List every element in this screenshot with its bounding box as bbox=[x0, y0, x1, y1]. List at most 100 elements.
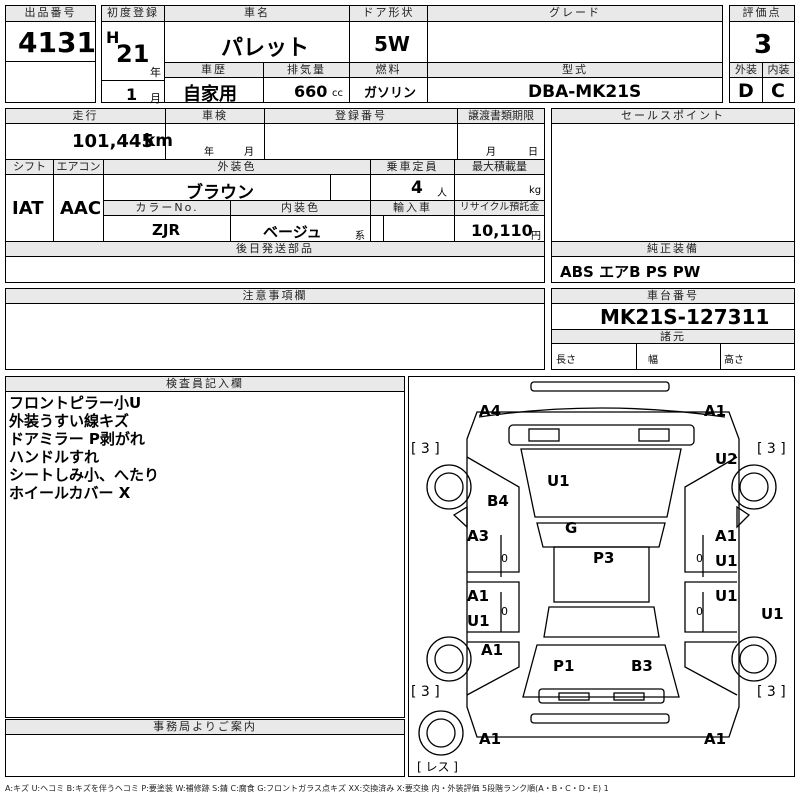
damage-diagram: A4 A1 U2 B4 U1 G A3 A1 U1 P3 A1 U1 U1 U1… bbox=[408, 376, 795, 777]
recycle-label: リサイクル預託金 bbox=[455, 201, 544, 216]
shift: IAT bbox=[12, 198, 44, 219]
inspector-line: 外装うすい線キズ bbox=[9, 412, 130, 430]
model-cell: 型式 DBA-MK21S bbox=[427, 62, 723, 103]
spare-tire-rating: [ レス ] bbox=[417, 760, 458, 774]
capacity-label: 乗車定員 bbox=[371, 160, 454, 175]
fuel-cell: 燃料 ガソリン bbox=[349, 62, 428, 103]
door-type: 5W bbox=[374, 32, 410, 56]
capacity: 4 bbox=[411, 178, 423, 198]
registration-number-cell: 登録番号 bbox=[264, 108, 458, 160]
damage-mark: P3 bbox=[593, 549, 615, 567]
equipment-label: 純正装備 bbox=[552, 242, 794, 257]
transfer-deadline-label: 譲渡書類期限 bbox=[458, 109, 544, 124]
recycle: 10,110 bbox=[471, 221, 533, 240]
recycle-unit: 円 bbox=[531, 231, 541, 242]
exterior-color: ブラウン bbox=[186, 183, 254, 203]
year-unit: 年 bbox=[150, 66, 161, 79]
exterior-grade: D bbox=[738, 80, 754, 102]
aircon: AAC bbox=[60, 198, 102, 219]
inspector-notes: フロントピラー小U 外装うすい線キズ ドアミラー P剥がれ ハンドルすれ シート… bbox=[9, 394, 399, 502]
tire-rating: [ 3 ] bbox=[411, 441, 440, 457]
shift-label: シフト bbox=[6, 160, 53, 175]
inspector-cell: 検査員記入欄 フロントピラー小U 外装うすい線キズ ドアミラー P剥がれ ハンド… bbox=[5, 376, 405, 718]
damage-mark: A1 bbox=[704, 402, 727, 420]
max-load-label: 最大積載量 bbox=[455, 160, 544, 175]
displacement: 660 bbox=[294, 82, 328, 101]
damage-mark: B3 bbox=[631, 657, 653, 675]
month-unit: 月 bbox=[150, 92, 161, 105]
color-number: ZJR bbox=[152, 221, 181, 239]
fuel: ガソリン bbox=[364, 86, 417, 101]
mileage-label: 走行 bbox=[6, 109, 165, 124]
transfer-month: 月 bbox=[486, 147, 496, 158]
grade-label: グレード bbox=[428, 6, 722, 22]
damage-mark: A1 bbox=[481, 641, 504, 659]
score-label: 評価点 bbox=[730, 6, 794, 22]
damage-mark: U1 bbox=[715, 587, 738, 605]
damage-mark: A4 bbox=[479, 402, 502, 420]
sales-points-label: セールスポイント bbox=[552, 109, 794, 124]
first-registration-label: 初度登録 bbox=[102, 6, 164, 22]
exterior-grade-cell: 外装 D bbox=[729, 62, 763, 103]
sales-points-cell: セールスポイント bbox=[551, 108, 795, 242]
interior-color-cell: 内装色 ベージュ 系 bbox=[230, 200, 371, 242]
inspection-month: 月 bbox=[244, 147, 254, 158]
damage-mark: A1 bbox=[715, 527, 738, 545]
displacement-cell: 排気量 660 cc bbox=[263, 62, 350, 103]
lot-number-label: 出品番号 bbox=[6, 6, 95, 22]
model-label: 型式 bbox=[428, 63, 722, 78]
interior-grade-cell: 内装 C bbox=[762, 62, 795, 103]
registration-month: 1 bbox=[126, 85, 138, 104]
damage-mark: B4 bbox=[487, 492, 509, 510]
caution-cell: 注意事項欄 bbox=[5, 288, 545, 370]
door-mark: 0 bbox=[696, 552, 703, 565]
interior-color-label: 内装色 bbox=[231, 201, 370, 216]
chassis-label: 車台番号 bbox=[552, 289, 794, 304]
damage-mark: A1 bbox=[704, 730, 727, 748]
registration-year: 21 bbox=[116, 40, 150, 68]
score-cell: 評価点 3 bbox=[729, 5, 795, 63]
damage-mark: U1 bbox=[467, 612, 490, 630]
inspector-line: フロントピラー小U bbox=[9, 394, 142, 412]
transfer-day: 日 bbox=[528, 147, 538, 158]
grade-cell: グレード bbox=[427, 5, 723, 63]
registration-number-label: 登録番号 bbox=[265, 109, 457, 124]
exterior-color-cell: 外装色 ブラウン bbox=[103, 159, 371, 203]
door-mark: 0 bbox=[696, 605, 703, 618]
office-label: 事務局よりご案内 bbox=[6, 720, 404, 735]
era: H bbox=[106, 28, 120, 47]
capacity-unit: 人 bbox=[437, 188, 447, 199]
damage-mark: A3 bbox=[467, 527, 490, 545]
damage-mark: P1 bbox=[553, 657, 575, 675]
legend: A:キズ U:ヘコミ B:キズを伴うヘコミ P:要塗装 W:補修跡 S:錆 C:… bbox=[5, 784, 609, 793]
spec-label: 諸元 bbox=[552, 329, 794, 344]
tire-rating: [ 3 ] bbox=[757, 441, 786, 457]
exterior-grade-label: 外装 bbox=[730, 63, 762, 78]
lot-blank-cell bbox=[5, 61, 96, 103]
score: 3 bbox=[754, 30, 773, 60]
mileage-cell: 走行 101,445 km bbox=[5, 108, 173, 160]
inspector-line: シートしみ小、へたり bbox=[9, 466, 160, 484]
fuel-label: 燃料 bbox=[350, 63, 427, 78]
inspector-line: ホイールカバー X bbox=[9, 484, 131, 502]
history-cell: 車歴 自家用 bbox=[164, 62, 264, 105]
damage-mark: A1 bbox=[479, 730, 502, 748]
damage-mark: G bbox=[565, 519, 578, 537]
damage-mark: A1 bbox=[467, 587, 490, 605]
spec-length: 長さ bbox=[556, 355, 576, 366]
history: 自家用 bbox=[183, 84, 237, 105]
damage-mark: U1 bbox=[715, 552, 738, 570]
spec-width: 幅 bbox=[648, 355, 658, 366]
damage-mark: U1 bbox=[761, 605, 784, 623]
interior-grade-label: 内装 bbox=[763, 63, 794, 78]
lot-number-cell: 出品番号 4131 bbox=[5, 5, 96, 62]
model: DBA-MK21S bbox=[528, 82, 642, 102]
max-load-cell: 最大積載量 kg bbox=[454, 159, 545, 201]
inspection-year: 年 bbox=[204, 147, 214, 158]
color-number-cell: カラーNo. ZJR bbox=[103, 200, 231, 242]
equipment-cell: 純正装備 ABS エアB PS PW bbox=[551, 241, 795, 283]
inspector-line: ドアミラー P剥がれ bbox=[9, 430, 145, 448]
car-name: パレット bbox=[221, 36, 310, 61]
car-name-cell: 車名 パレット bbox=[164, 5, 350, 63]
shift-cell: シフト IAT bbox=[5, 159, 54, 242]
